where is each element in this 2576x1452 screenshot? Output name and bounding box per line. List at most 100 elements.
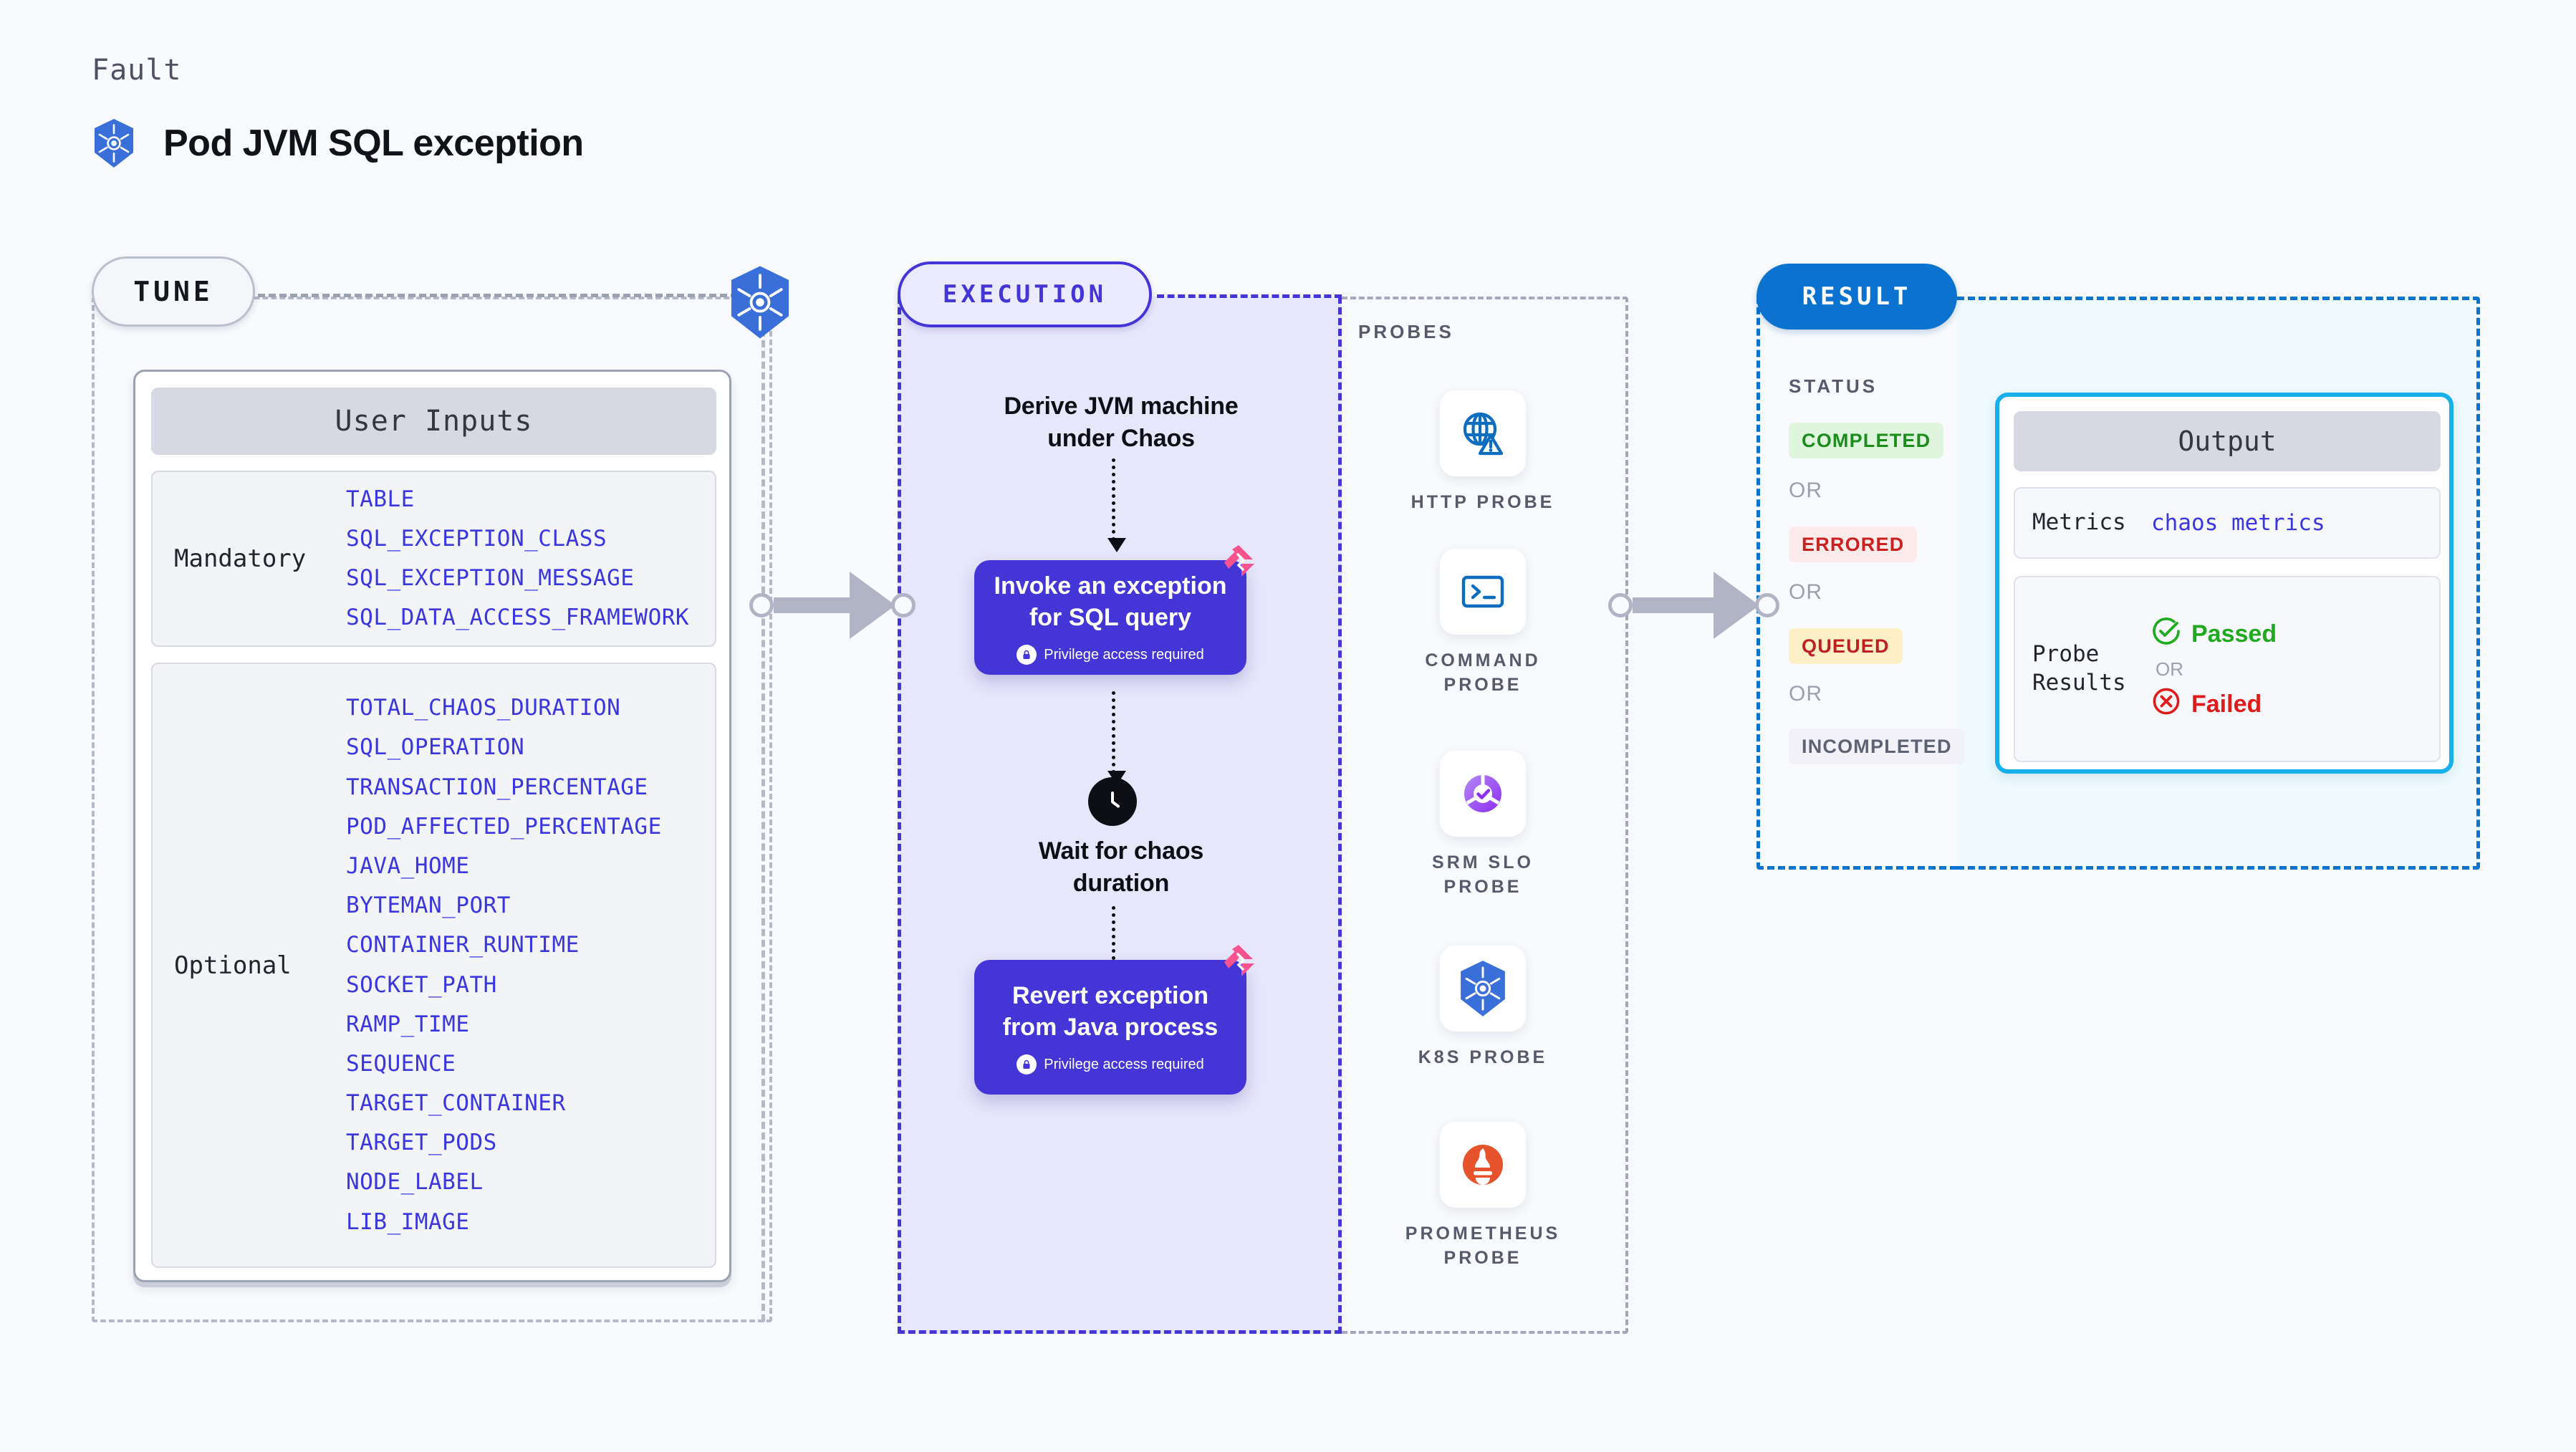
check-circle-icon bbox=[2151, 616, 2181, 653]
probe-prometheus[interactable]: PROMETHEUS PROBE bbox=[1404, 1122, 1562, 1270]
probes-region bbox=[1342, 297, 1628, 1334]
tune-region bbox=[92, 297, 772, 1322]
revert-exception-note: Privilege access required bbox=[1017, 1054, 1204, 1075]
tune-kubernetes-icon bbox=[727, 265, 793, 343]
param-item[interactable]: SQL_DATA_ACCESS_FRAMEWORK bbox=[346, 605, 690, 631]
fault-kicker: Fault bbox=[92, 54, 182, 87]
page-title: Pod JVM SQL exception bbox=[92, 118, 584, 168]
probe-prometheus-label: PROMETHEUS PROBE bbox=[1405, 1223, 1561, 1268]
clock-icon bbox=[1088, 777, 1137, 826]
mandatory-params-card: Mandatory TABLE SQL_EXCEPTION_CLASS SQL_… bbox=[151, 471, 716, 647]
connector-start-dot bbox=[749, 593, 774, 617]
connector-bar bbox=[1633, 597, 1715, 613]
prometheus-icon bbox=[1440, 1122, 1526, 1208]
connector-end-dot bbox=[891, 593, 915, 617]
result-pill[interactable]: RESULT bbox=[1756, 264, 1957, 330]
param-item[interactable]: TOTAL_CHAOS_DURATION bbox=[346, 695, 621, 721]
probe-result-failed-label: Failed bbox=[2191, 690, 2262, 718]
status-or-3: OR bbox=[1789, 682, 1822, 706]
param-item[interactable]: LIB_IMAGE bbox=[346, 1208, 470, 1235]
probe-command-label: COMMAND PROBE bbox=[1425, 650, 1541, 695]
status-or-1: OR bbox=[1789, 479, 1822, 502]
execution-region-right-edge bbox=[1338, 297, 1342, 1334]
connector-arrowhead bbox=[1714, 572, 1759, 639]
connector-tune-to-execution bbox=[749, 572, 915, 639]
probe-result-passed: Passed bbox=[2151, 616, 2277, 653]
connector-probes-to-result bbox=[1608, 572, 1779, 639]
terminal-icon bbox=[1440, 549, 1526, 635]
lock-icon bbox=[1017, 1054, 1037, 1075]
param-item[interactable]: NODE_LABEL bbox=[346, 1169, 484, 1196]
tune-k8s-vertical-line bbox=[761, 308, 765, 1322]
param-item[interactable]: BYTEMAN_PORT bbox=[346, 893, 511, 919]
probe-command[interactable]: COMMAND PROBE bbox=[1404, 549, 1562, 697]
user-inputs-title: User Inputs bbox=[151, 388, 716, 455]
probe-k8s-label: K8S PROBE bbox=[1418, 1047, 1548, 1067]
execution-pill[interactable]: EXECUTION bbox=[898, 261, 1152, 327]
param-item[interactable]: SEQUENCE bbox=[346, 1050, 456, 1077]
param-item[interactable]: SQL_EXCEPTION_CLASS bbox=[346, 525, 607, 552]
x-circle-icon bbox=[2151, 686, 2181, 723]
optional-label: Optional bbox=[174, 951, 292, 980]
status-badge-incompleted: INCOMPLETED bbox=[1789, 729, 1965, 764]
output-title: Output bbox=[2014, 411, 2441, 471]
param-item[interactable]: TARGET_PODS bbox=[346, 1130, 497, 1156]
revert-exception-note-text: Privilege access required bbox=[1044, 1056, 1204, 1072]
probe-result-passed-label: Passed bbox=[2191, 620, 2277, 648]
probe-k8s[interactable]: K8S PROBE bbox=[1404, 946, 1562, 1070]
litmus-icon bbox=[1219, 941, 1259, 985]
flow-arrow-2 bbox=[1107, 691, 1126, 785]
status-badge-errored: ERRORED bbox=[1789, 527, 1918, 562]
connector-arrowhead bbox=[850, 572, 895, 639]
param-item[interactable]: JAVA_HOME bbox=[346, 852, 470, 879]
output-metrics-value[interactable]: chaos metrics bbox=[2151, 510, 2325, 536]
probe-http-label: HTTP PROBE bbox=[1410, 492, 1555, 512]
mandatory-param-list: TABLE SQL_EXCEPTION_CLASS SQL_EXCEPTION_… bbox=[346, 480, 689, 638]
connector-start-dot bbox=[1608, 593, 1633, 617]
user-inputs-card: User Inputs Mandatory TABLE SQL_EXCEPTIO… bbox=[133, 370, 731, 1282]
connector-bar bbox=[774, 597, 851, 613]
optional-params-card: Optional TOTAL_CHAOS_DURATION SQL_OPERAT… bbox=[151, 663, 716, 1268]
param-item[interactable]: TARGET_CONTAINER bbox=[346, 1090, 566, 1117]
param-item[interactable]: TRANSACTION_PERCENTAGE bbox=[346, 774, 648, 800]
output-metrics-key: Metrics bbox=[2032, 509, 2126, 536]
mandatory-label: Mandatory bbox=[174, 544, 307, 573]
param-item[interactable]: SQL_OPERATION bbox=[346, 734, 525, 761]
param-item[interactable]: POD_AFFECTED_PERCENTAGE bbox=[346, 813, 662, 840]
connector-end-dot bbox=[1755, 593, 1779, 617]
probe-http[interactable]: HTTP PROBE bbox=[1404, 390, 1562, 515]
probe-result-or: OR bbox=[2156, 658, 2183, 680]
litmus-icon bbox=[1219, 542, 1259, 585]
status-badge-queued: QUEUED bbox=[1789, 628, 1903, 664]
flow-arrow-1 bbox=[1107, 458, 1126, 552]
tune-pill[interactable]: TUNE bbox=[92, 256, 255, 327]
param-item[interactable]: SQL_EXCEPTION_MESSAGE bbox=[346, 565, 635, 591]
status-badge-completed: COMPLETED bbox=[1789, 423, 1944, 458]
probe-srm-slo-label: SRM SLO PROBE bbox=[1432, 852, 1534, 897]
probes-section-label: PROBES bbox=[1358, 321, 1454, 342]
slo-donut-check-icon bbox=[1440, 751, 1526, 837]
invoke-exception-note-text: Privilege access required bbox=[1044, 646, 1204, 663]
output-metrics-row: Metrics chaos metrics bbox=[2014, 487, 2441, 559]
param-item[interactable]: SOCKET_PATH bbox=[346, 971, 497, 998]
page-title-text: Pod JVM SQL exception bbox=[163, 122, 584, 164]
kubernetes-icon bbox=[1440, 946, 1526, 1032]
kubernetes-icon bbox=[92, 118, 136, 168]
execution-region-top-edge bbox=[1157, 294, 1342, 298]
probe-srm-slo[interactable]: SRM SLO PROBE bbox=[1404, 751, 1562, 899]
param-item[interactable]: CONTAINER_RUNTIME bbox=[346, 932, 580, 958]
param-item[interactable]: RAMP_TIME bbox=[346, 1011, 470, 1037]
probe-result-failed: Failed bbox=[2151, 686, 2277, 723]
param-item[interactable]: TABLE bbox=[346, 486, 415, 512]
